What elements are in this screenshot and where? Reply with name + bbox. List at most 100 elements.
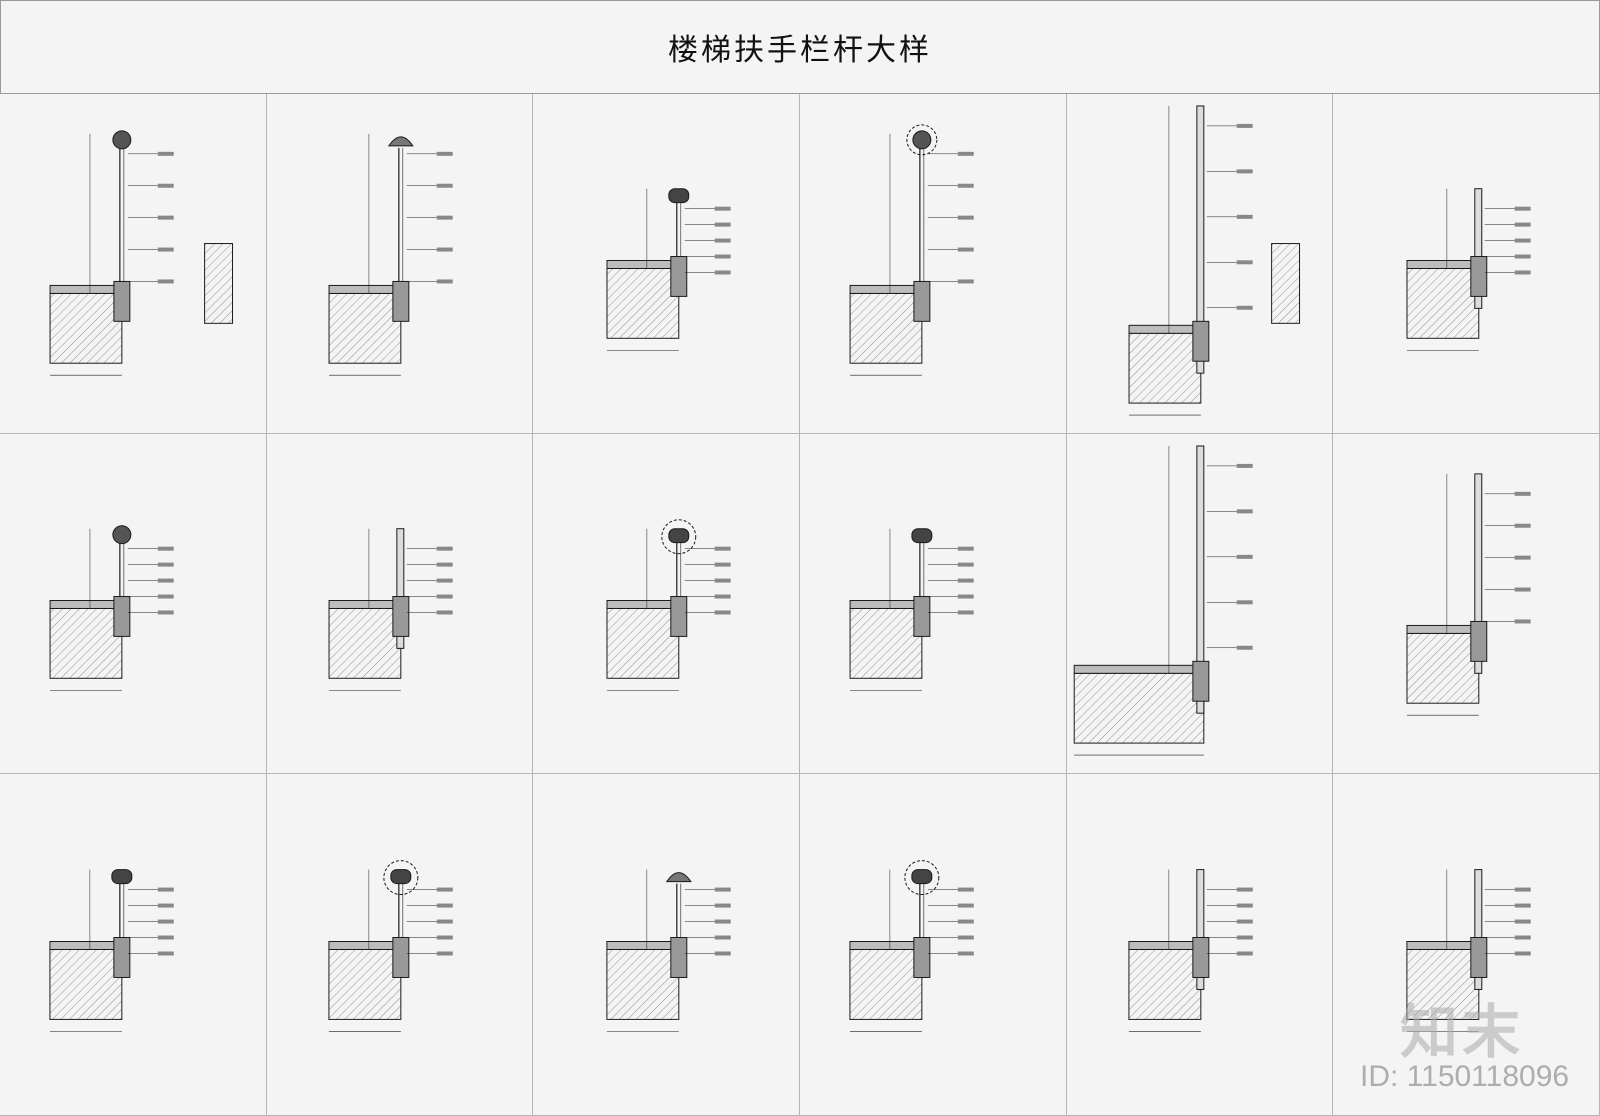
- anchor-bracket: [113, 596, 131, 637]
- detail-drawing: [849, 124, 974, 376]
- finish-layer: [328, 284, 401, 294]
- anchor-bracket: [1470, 620, 1488, 662]
- detail-grid: [0, 94, 1600, 1116]
- finish-layer: [49, 941, 123, 950]
- finish-layer: [606, 600, 680, 609]
- side-detail: [1270, 243, 1300, 324]
- stair-slab-section: [606, 267, 680, 339]
- stair-slab-section: [1128, 332, 1201, 404]
- anchor-bracket: [913, 596, 931, 637]
- detail-cell-r2c6: [1333, 434, 1600, 774]
- finish-layer: [49, 600, 123, 609]
- finish-layer: [1128, 324, 1201, 334]
- anchor-bracket: [1192, 937, 1209, 978]
- stair-slab-section: [1406, 267, 1480, 339]
- detail-drawing: [606, 519, 731, 691]
- detail-cell-r1c4: [799, 94, 1067, 434]
- finish-layer: [328, 600, 401, 609]
- detail-cell-r2c2: [266, 434, 534, 774]
- stair-slab-section: [849, 948, 923, 1020]
- detail-drawing: [1073, 445, 1253, 756]
- finish-layer: [1406, 624, 1480, 634]
- detail-drawing: [49, 869, 174, 1032]
- detail-cell-r1c2: [266, 94, 534, 434]
- handrail-round: [112, 525, 132, 545]
- detail-drawing: [849, 528, 974, 691]
- stair-slab-section: [49, 948, 123, 1020]
- finish-layer: [1128, 941, 1201, 950]
- finish-layer: [328, 941, 401, 950]
- glass-panel: [1474, 188, 1483, 309]
- anchor-bracket: [670, 596, 688, 637]
- handrail-cap: [911, 528, 933, 544]
- side-detail: [204, 243, 234, 324]
- detail-cell-r2c4: [799, 434, 1067, 774]
- glass-panel: [1196, 105, 1204, 374]
- glass-panel: [1195, 869, 1204, 990]
- glass-panel: [1474, 869, 1483, 990]
- detail-cell-r3c6: [1333, 774, 1600, 1116]
- detail-drawing: [1128, 105, 1300, 416]
- stair-slab-section: [328, 292, 401, 364]
- finish-layer: [849, 941, 923, 950]
- glass-panel: [396, 528, 404, 649]
- anchor-bracket: [913, 280, 931, 322]
- detail-drawing: [1406, 188, 1531, 351]
- detail-cell-r2c5: [1066, 434, 1334, 774]
- detail-cell-r3c2: [266, 774, 534, 1116]
- anchor-bracket: [1192, 660, 1209, 702]
- anchor-bracket: [113, 280, 131, 322]
- anchor-bracket: [392, 280, 409, 322]
- handrail-mushroom: [387, 136, 414, 147]
- detail-cell-r1c1: [0, 94, 267, 434]
- finish-layer: [849, 284, 923, 294]
- stair-slab-section: [606, 948, 680, 1020]
- handrail-round: [912, 130, 932, 150]
- finish-layer: [606, 260, 680, 269]
- page-title: 楼梯扶手栏杆大样: [668, 33, 932, 68]
- stair-slab-section: [849, 292, 923, 364]
- detail-cell-r3c3: [533, 774, 800, 1116]
- detail-cell-r3c4: [799, 774, 1067, 1116]
- handrail-cap: [668, 188, 690, 204]
- detail-drawing: [1128, 869, 1253, 1032]
- anchor-bracket: [1470, 256, 1488, 297]
- glass-panel: [1196, 445, 1204, 714]
- stair-slab-section: [1406, 632, 1480, 704]
- detail-drawing: [606, 869, 732, 1032]
- anchor-bracket: [392, 596, 409, 637]
- detail-drawing: [1406, 473, 1531, 716]
- stair-slab-section: [328, 948, 401, 1020]
- finish-layer: [1406, 941, 1480, 950]
- detail-drawing: [328, 133, 453, 376]
- stair-slab-section: [1073, 672, 1204, 744]
- detail-cell-r1c3: [533, 94, 800, 434]
- handrail-round: [112, 130, 132, 150]
- handrail-cap: [111, 869, 133, 885]
- stair-slab-section: [49, 292, 123, 364]
- finish-layer: [1073, 664, 1204, 674]
- stair-slab-section: [1128, 948, 1201, 1020]
- stair-slab-section: [49, 607, 123, 679]
- detail-cell-r2c3: [533, 434, 800, 774]
- detail-drawing: [49, 525, 174, 691]
- finish-layer: [49, 284, 123, 294]
- anchor-bracket: [113, 937, 131, 978]
- stair-slab-section: [606, 607, 680, 679]
- handrail-mushroom: [666, 872, 693, 883]
- handrail-cap: [390, 869, 411, 885]
- detail-cell-r2c1: [0, 434, 267, 774]
- glass-panel: [1474, 473, 1483, 674]
- detail-cell-r1c6: [1333, 94, 1600, 434]
- anchor-bracket: [913, 937, 931, 978]
- detail-drawing: [849, 860, 974, 1032]
- anchor-bracket: [1192, 320, 1209, 362]
- detail-drawing: [49, 130, 234, 376]
- detail-drawing: [1406, 869, 1532, 1032]
- anchor-bracket: [670, 256, 688, 297]
- finish-layer: [849, 600, 923, 609]
- detail-cell-r1c5: [1066, 94, 1334, 434]
- handrail-cap: [911, 869, 933, 885]
- title-bar: 楼梯扶手栏杆大样: [0, 0, 1600, 94]
- stair-slab-section: [1406, 948, 1480, 1020]
